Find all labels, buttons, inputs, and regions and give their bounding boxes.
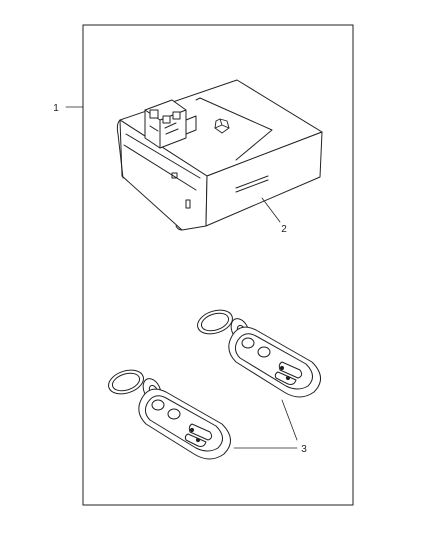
brand-pentastar-icon bbox=[214, 118, 230, 134]
fob-lower-button-3-icon bbox=[188, 423, 213, 441]
key-fob-lower bbox=[108, 369, 231, 460]
leader-line-3a bbox=[281, 399, 298, 441]
fob-lower-button-4-icon bbox=[184, 433, 207, 447]
leader-line-2 bbox=[261, 197, 281, 223]
fob-lower-button-1-icon bbox=[151, 399, 165, 411]
callout-2: 2 bbox=[281, 224, 287, 235]
fob-upper-button-1-icon bbox=[241, 337, 255, 349]
fob-upper-button-3-icon bbox=[278, 361, 303, 379]
callout-3: 3 bbox=[301, 444, 307, 455]
module-connector bbox=[144, 99, 197, 149]
callout-1: 1 bbox=[53, 103, 59, 114]
receiver-module bbox=[116, 79, 323, 231]
fob-upper-button-2-icon bbox=[257, 346, 271, 358]
kit-border bbox=[82, 24, 354, 506]
key-fob-upper bbox=[197, 309, 321, 398]
fob-lower-button-2-icon bbox=[167, 408, 181, 420]
fob-upper-button-4-icon bbox=[274, 371, 297, 385]
